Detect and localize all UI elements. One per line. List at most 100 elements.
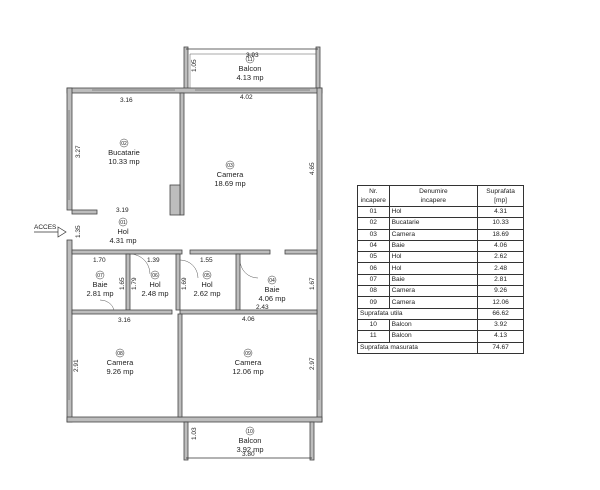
room-name: Camera xyxy=(217,170,245,179)
room-name: Bucatarie xyxy=(108,148,140,157)
dim-balcony-bottom-depth: 1.03 xyxy=(191,427,198,440)
cell-nr: 04 xyxy=(357,239,390,253)
dim-camera-09-width: 4.06 xyxy=(242,316,255,323)
cell-area: 4.13 xyxy=(477,330,524,343)
cell-name: Hol xyxy=(388,205,479,219)
cell-nr: 01 xyxy=(357,205,390,219)
cell-area: 9.26 xyxy=(477,285,524,298)
header-area-line1: Suprafata xyxy=(486,188,515,195)
cell-name: Hol xyxy=(388,251,479,264)
measured-area-value: 74.67 xyxy=(477,341,524,354)
room-number-circle xyxy=(267,275,277,285)
room-number: 05 xyxy=(204,273,210,279)
measured-area-label: Suprafata masurata xyxy=(356,341,479,354)
room-name: Hol xyxy=(117,227,129,236)
room-name: Hol xyxy=(149,280,161,289)
cell-area: 4.06 xyxy=(477,239,524,253)
access-label: ACCES xyxy=(34,224,57,231)
room-number: 09 xyxy=(245,351,251,357)
dim-camera-09-depth: 2.97 xyxy=(309,357,316,370)
cell-name: Camera xyxy=(388,296,479,309)
dim-baie-04-depth: 1.67 xyxy=(309,277,316,290)
dim-camera-03-depth: 4.65 xyxy=(309,162,316,175)
cell-nr: 11 xyxy=(357,330,390,343)
room-number: 01 xyxy=(120,220,126,226)
dim-camera-03-width: 4.02 xyxy=(240,94,253,101)
room-number-circle xyxy=(202,270,212,280)
dim-hol-06-width: 1.39 xyxy=(147,257,160,264)
cell-nr: 10 xyxy=(357,318,390,332)
room-number-circle xyxy=(245,426,255,436)
cell-area: 3.92 xyxy=(477,318,524,332)
useful-area-label: Suprafata utila xyxy=(356,307,479,320)
dim-kitchen-width: 3.16 xyxy=(120,97,133,104)
room-name: Baie xyxy=(92,280,107,289)
dim-balcony-top-width: 3.93 xyxy=(246,52,259,59)
room-number: 10 xyxy=(247,429,253,435)
room-area: 2.62 mp xyxy=(193,289,220,298)
outer-walls xyxy=(66,87,323,423)
room-number: 11 xyxy=(247,57,252,63)
header-name-line1: Denumire xyxy=(419,188,448,195)
cell-area: 18.69 xyxy=(477,228,524,241)
cell-area: 4.31 xyxy=(477,205,524,219)
cell-area: 2.81 xyxy=(477,273,524,287)
balcony-bottom-outline xyxy=(183,421,315,461)
cell-name: Hol xyxy=(388,262,479,275)
room-number: 02 xyxy=(121,141,127,147)
cell-nr: 05 xyxy=(357,251,390,264)
cell-area: 10.33 xyxy=(477,217,524,230)
cell-name: Camera xyxy=(388,285,479,298)
room-area-table: Nr. incapere Denumire incapere Suprafata… xyxy=(356,185,524,354)
room-name: Camera xyxy=(107,358,135,367)
header-nr-line1: Nr. xyxy=(369,188,378,195)
cell-name: Balcon xyxy=(388,318,479,332)
room-area: 4.31 mp xyxy=(109,236,136,245)
room-number: 03 xyxy=(227,163,233,169)
room-name: Hol xyxy=(201,280,213,289)
dim-baie-07-depth: 1.65 xyxy=(119,277,126,290)
room-area: 9.26 mp xyxy=(106,367,133,376)
dimension-labels: 3.93 1.05 3.16 4.02 3.27 4.65 3.19 1.35 … xyxy=(73,52,316,458)
room-number: 06 xyxy=(152,273,158,279)
dim-hol-05-width: 1.55 xyxy=(200,257,213,264)
room-area: 2.48 mp xyxy=(141,289,168,298)
room-number-circle xyxy=(243,348,253,358)
room-name: Balcon xyxy=(239,64,262,73)
room-number-circle xyxy=(115,348,125,358)
header-name: Denumire incapere xyxy=(388,185,479,207)
header-nr: Nr. incapere xyxy=(357,185,390,207)
cell-area: 2.48 xyxy=(477,262,524,275)
dim-hol-01-depth: 1.35 xyxy=(75,225,82,238)
access-marker: ACCES xyxy=(34,224,67,238)
openings xyxy=(68,89,320,400)
dim-hol-01-width: 3.19 xyxy=(116,207,129,214)
balcony-top-outline xyxy=(183,46,321,93)
room-number: 08 xyxy=(117,351,123,357)
room-area: 10.33 mp xyxy=(108,157,139,166)
room-area: 3.92 mp xyxy=(236,445,263,454)
dim-hol-05-depth: 1.69 xyxy=(181,277,188,290)
room-area: 4.13 mp xyxy=(236,73,263,82)
cell-nr: 08 xyxy=(357,285,390,298)
useful-area-value: 66.62 xyxy=(477,307,524,320)
table-header-row: Nr. incapere Denumire incapere Suprafata… xyxy=(357,185,524,207)
dim-baie-04-width: 2.43 xyxy=(256,304,269,311)
